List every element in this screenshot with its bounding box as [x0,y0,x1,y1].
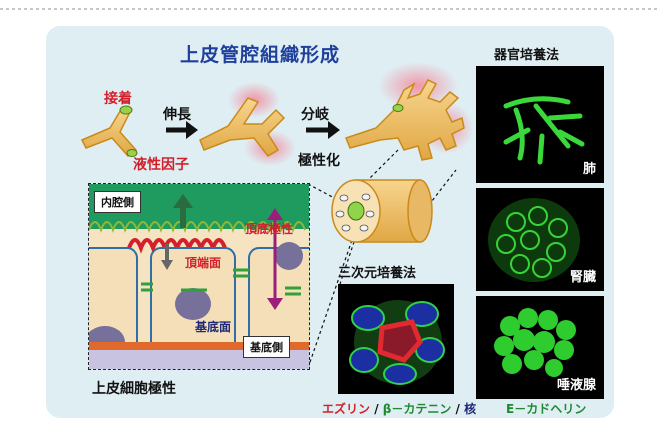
salivary-gland-caption: 唾液腺 [556,378,596,393]
label-apical-surface: 頂端面 [185,256,222,270]
label-basal-surface: 基底面 [195,320,232,334]
label-adhesion: 接着 [104,91,132,107]
legend-nucleus: 核 [464,402,477,416]
figure-title: 上皮管腔組織形成 [180,44,341,66]
stage-2-extension [199,82,296,166]
stage-3-branched [345,62,474,161]
lung-caption: 肺 [582,162,596,177]
kidney-caption: 腎臓 [569,270,596,285]
label-polarization: 極性化 [298,153,340,169]
legend-e-cadherin: E－カドヘリン [506,402,587,416]
top-divider [0,8,660,10]
label-branching: 分岐 [301,107,329,123]
culture-3d-heading: 三次元培養法 [338,266,417,281]
epithelial-cells-illustration [89,184,309,369]
lung-culture-image: 肺 [476,66,604,183]
tube-cross-section [331,179,433,243]
kidney-culture-image: 腎臓 [476,188,604,291]
legend-beta-catenin: β－カテニン [382,402,452,416]
label-lumen-side: 内腔側 [94,191,141,213]
label-apical-basal-polarity: 頂底極性 [245,222,294,236]
epithelial-polarity-inset: 内腔側 頂端面 頂底極性 基底面 基底側 [88,183,310,370]
legend-ezrin: エズリン [322,402,371,416]
salivary-gland-culture-image: 唾液腺 [476,296,604,399]
inset-caption: 上皮細胞極性 [92,381,176,397]
label-soluble-factor: 液性因子 [133,157,189,173]
organ-culture-heading: 器官培養法 [494,48,560,63]
label-extension: 伸長 [163,107,191,123]
stain-legend: エズリン / β－カテニン / 核 [322,402,477,416]
confocal-3d-culture-image [338,284,454,394]
label-basal-side: 基底側 [243,336,290,358]
stage-1-bud [80,105,138,158]
